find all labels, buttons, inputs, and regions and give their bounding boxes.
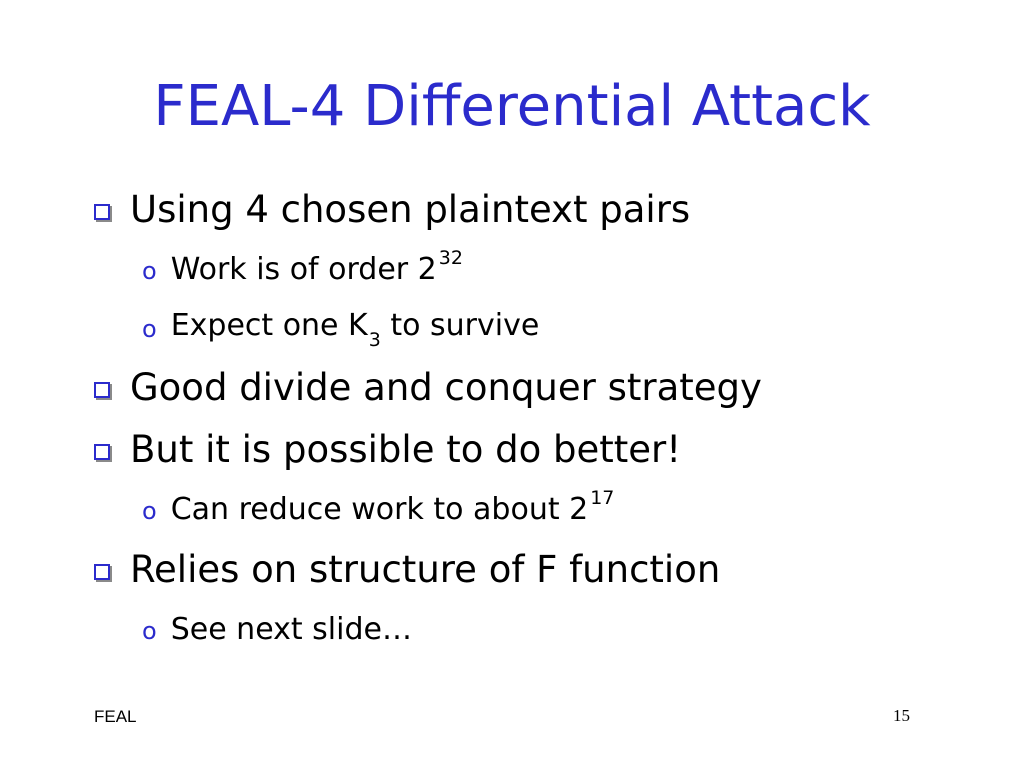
bullet-text: Relies on structure of F function bbox=[130, 547, 721, 591]
circle-bullet-icon: o bbox=[142, 257, 157, 285]
bullet-item: Using 4 chosen plaintext pairs bbox=[90, 178, 990, 240]
page-number: 15 bbox=[893, 706, 910, 725]
square-bullet-icon bbox=[94, 382, 110, 398]
exponent: 32 bbox=[438, 247, 463, 269]
sub-bullet-item: o See next slide… bbox=[90, 600, 990, 658]
bullet-list: Using 4 chosen plaintext pairs o Work is… bbox=[90, 178, 990, 658]
bullet-item: Good divide and conquer strategy bbox=[90, 356, 990, 418]
slide-title: FEAL-4 Differential Attack bbox=[153, 74, 871, 139]
square-bullet-icon bbox=[94, 204, 110, 220]
square-bullet-icon bbox=[94, 564, 110, 580]
sub-bullet-text: Expect one K3 to survive bbox=[170, 307, 540, 351]
bullet-text: But it is possible to do better! bbox=[130, 427, 682, 471]
sub-bullet-text: See next slide… bbox=[170, 611, 412, 647]
square-bullet-icon bbox=[94, 444, 110, 460]
sub-bullet-item: o Expect one K3 to survive bbox=[90, 298, 990, 356]
bullet-item: But it is possible to do better! bbox=[90, 418, 990, 480]
bullet-text: Good divide and conquer strategy bbox=[130, 365, 762, 409]
bullet-item: Relies on structure of F function bbox=[90, 538, 990, 600]
bullet-text: Using 4 chosen plaintext pairs bbox=[130, 187, 691, 231]
circle-bullet-icon: o bbox=[142, 617, 157, 645]
circle-bullet-icon: o bbox=[142, 315, 157, 343]
footer-label: FEAL bbox=[94, 707, 137, 726]
circle-bullet-icon: o bbox=[142, 497, 157, 525]
subscript: 3 bbox=[368, 328, 381, 351]
exponent: 17 bbox=[590, 487, 615, 509]
